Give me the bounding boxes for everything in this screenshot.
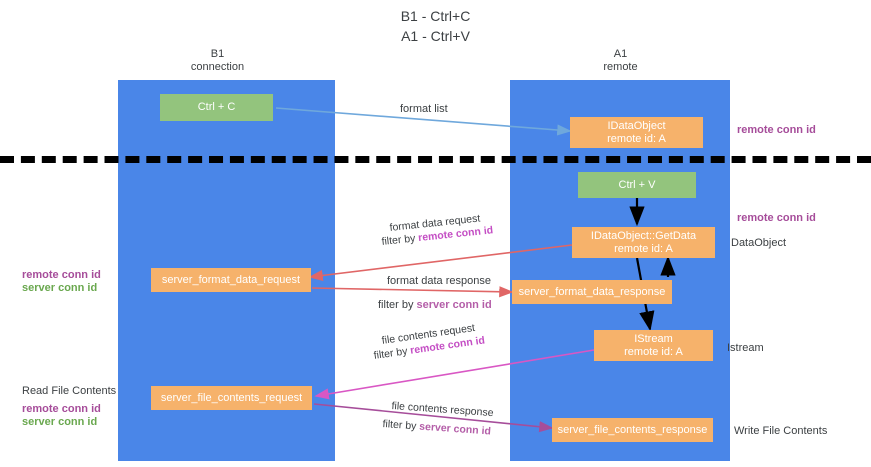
title-line-2: A1 - Ctrl+V bbox=[401, 28, 470, 44]
filter-prefix-3: filter by bbox=[373, 344, 412, 362]
node-istream[interactable]: IStream remote id: A bbox=[594, 330, 713, 361]
node-server-format-data-response-label: server_format_data_response bbox=[518, 285, 666, 298]
side-label-dataobject: DataObject bbox=[731, 237, 787, 249]
node-ctrl-v[interactable]: Ctrl + V bbox=[578, 172, 696, 198]
node-idataobject[interactable]: IDataObject remote id: A bbox=[570, 117, 703, 148]
node-server-file-contents-response[interactable]: server_file_contents_response bbox=[552, 418, 713, 442]
node-idataobject-subtitle: remote id: A bbox=[607, 132, 666, 145]
side-label-remote-conn-id-top: remote conn id bbox=[737, 124, 816, 136]
filter-prefix-4: filter by bbox=[382, 418, 420, 433]
edge-label-file-contents-response-text: file contents response bbox=[391, 400, 494, 420]
side-label-read-file-contents: Read File Contents bbox=[22, 385, 117, 397]
node-idataobject-title: IDataObject bbox=[607, 119, 666, 132]
node-server-file-contents-request[interactable]: server_file_contents_request bbox=[151, 386, 312, 410]
side-label-write-file-contents: Write File Contents bbox=[734, 425, 828, 437]
node-getdata-subtitle: remote id: A bbox=[614, 242, 673, 255]
node-istream-subtitle: remote id: A bbox=[624, 345, 683, 358]
node-istream-title: IStream bbox=[634, 332, 673, 345]
title-line-1: B1 - Ctrl+C bbox=[400, 8, 471, 24]
page-title: B1 - Ctrl+C A1 - Ctrl+V bbox=[0, 6, 871, 46]
edge-filter-file-contents-response: filter by server conn id bbox=[382, 418, 491, 439]
side-label-left-remote-conn-id-bot: remote conn id bbox=[22, 403, 101, 415]
column-b1-role: connection bbox=[190, 61, 245, 73]
edge-label-format-data-response: format data response bbox=[387, 275, 491, 287]
node-server-file-contents-response-label: server_file_contents_response bbox=[557, 423, 708, 436]
side-label-left-remote-conn-id-mid: remote conn id bbox=[22, 269, 101, 281]
column-a1-name: A1 bbox=[613, 48, 628, 60]
node-server-format-data-request-label: server_format_data_request bbox=[161, 273, 301, 286]
filter-key-server-conn-id-2: server conn id bbox=[418, 420, 492, 438]
node-getdata-title: IDataObject::GetData bbox=[590, 229, 697, 242]
node-ctrl-c[interactable]: Ctrl + C bbox=[160, 94, 273, 121]
edge-filter-format-data-response: filter by server conn id bbox=[378, 298, 492, 312]
column-a1-role: remote bbox=[603, 61, 638, 73]
column-b1-name: B1 bbox=[210, 48, 225, 60]
column-header-b1: B1 connection bbox=[155, 48, 280, 74]
node-server-format-data-request[interactable]: server_format_data_request bbox=[151, 268, 311, 292]
node-getdata[interactable]: IDataObject::GetData remote id: A bbox=[572, 227, 715, 258]
node-server-file-contents-request-label: server_file_contents_request bbox=[160, 391, 303, 404]
filter-prefix-2: filter by bbox=[378, 299, 417, 311]
side-label-left-server-conn-id-bot: server conn id bbox=[22, 416, 98, 428]
side-label-left-server-conn-id-mid: server conn id bbox=[22, 282, 98, 294]
node-ctrl-v-label: Ctrl + V bbox=[618, 178, 656, 191]
edge-label-format-list: format list bbox=[400, 103, 448, 115]
edge-label-file-contents-response: file contents response bbox=[391, 400, 494, 420]
section-divider bbox=[0, 156, 871, 163]
side-label-remote-conn-id-mid: remote conn id bbox=[737, 212, 816, 224]
side-label-istream: Istream bbox=[727, 342, 764, 354]
node-ctrl-c-label: Ctrl + C bbox=[197, 101, 236, 113]
filter-key-server-conn-id-1: server conn id bbox=[416, 299, 492, 311]
filter-prefix-1: filter by bbox=[381, 232, 419, 248]
node-server-format-data-response[interactable]: server_format_data_response bbox=[512, 280, 672, 304]
column-header-a1: A1 remote bbox=[558, 48, 683, 74]
